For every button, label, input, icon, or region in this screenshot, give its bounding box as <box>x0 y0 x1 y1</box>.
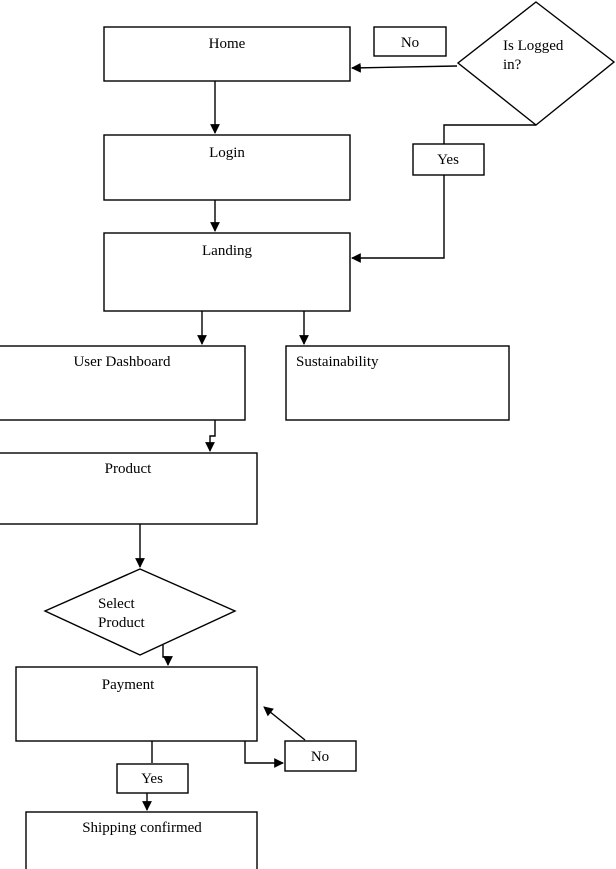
payment-label: Payment <box>102 677 155 693</box>
payment-no-label: No <box>311 749 329 765</box>
node-product: Product <box>0 452 258 525</box>
logged-no-label: No <box>401 35 419 51</box>
label-box-logged-no: No <box>373 26 447 57</box>
edge-no-back-to-payment <box>263 706 306 741</box>
select-product-label-line2: Product <box>98 615 145 631</box>
sustainability-label: Sustainability <box>296 354 379 370</box>
login-label: Login <box>209 145 245 161</box>
user-dashboard-label: User Dashboard <box>73 354 171 370</box>
node-login: Login <box>103 134 351 201</box>
decision-is-logged-in: Is Logged in? <box>456 1 616 126</box>
edge-logged-no-to-home <box>351 62 458 73</box>
node-home: Home <box>103 26 351 82</box>
label-box-logged-yes: Yes <box>412 143 485 176</box>
edge-select-to-payment <box>162 645 173 666</box>
node-shipping-confirmed: Shipping confirmed <box>25 811 258 869</box>
logged-yes-label: Yes <box>437 152 459 168</box>
edge-payment-to-no <box>244 741 284 768</box>
edge-dashboard-to-product <box>205 420 216 452</box>
node-landing: Landing <box>103 232 351 312</box>
payment-yes-label: Yes <box>141 771 163 787</box>
decision-select-product: Select Product <box>43 568 237 656</box>
label-box-payment-no: No <box>284 740 357 772</box>
shipping-confirmed-label: Shipping confirmed <box>82 820 202 836</box>
home-label: Home <box>209 36 246 52</box>
product-label: Product <box>105 461 152 477</box>
node-user-dashboard: User Dashboard <box>0 345 246 421</box>
label-box-payment-yes: Yes <box>116 763 189 794</box>
landing-label: Landing <box>202 243 252 259</box>
select-product-label-line1: Select <box>98 596 135 612</box>
edge-logged-yes-to-landing <box>351 124 536 263</box>
edges <box>135 62 536 811</box>
is-logged-in-label-line2: in? <box>503 57 522 73</box>
node-payment: Payment <box>15 666 258 742</box>
node-sustainability: Sustainability <box>285 345 510 421</box>
is-logged-in-label-line1: Is Logged <box>503 38 564 54</box>
